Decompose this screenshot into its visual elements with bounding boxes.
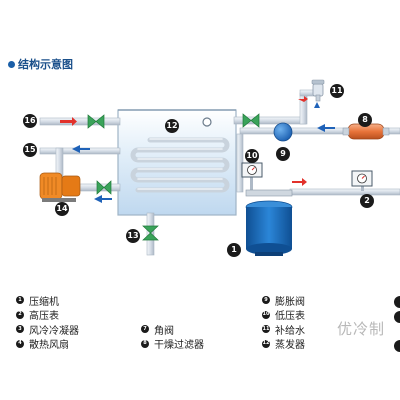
legend-number: 4 (16, 339, 24, 348)
flow-arrows-blue (72, 124, 335, 203)
legend-item: 2 高压表 (16, 308, 79, 323)
legend-number: 11 (262, 325, 270, 334)
marker-10: 10 (245, 149, 259, 163)
marker-13: 13 (126, 229, 140, 243)
drier-filter-icon (342, 123, 390, 140)
legend-label: 低压表 (275, 311, 305, 323)
watermark: 优冷制 (337, 320, 386, 338)
legend-item: 3 风冷冷凝器 (16, 322, 79, 337)
title-bullet-icon (8, 60, 15, 68)
legend-label: 散热风扇 (29, 340, 69, 352)
water-tap-icon (311, 79, 325, 102)
legend-column-3: 9 膨胀阀 10 低压表 11 补给水 12 蒸发器 (262, 293, 305, 351)
compressor-icon (245, 189, 293, 256)
legend-number: 3 (16, 325, 24, 334)
legend-number: 8 (141, 339, 149, 348)
evaporator-coil (130, 137, 230, 193)
legend-label: 压缩机 (29, 296, 59, 308)
page-title: 结构示意图 (8, 56, 73, 72)
legend-number: 1 (16, 296, 24, 305)
float-ring-icon (202, 117, 212, 127)
legend-number: 10 (262, 310, 270, 319)
expansion-valve-icon (273, 122, 293, 142)
legend-item: 4 散热风扇 (16, 337, 79, 352)
low-pressure-gauge-icon (241, 162, 263, 178)
legend-label: 膨胀阀 (275, 296, 305, 308)
marker-1: 1 (227, 243, 241, 257)
marker-2: 2 (360, 194, 374, 208)
edge-badge-icon (394, 311, 400, 323)
legend-item: 7 角阀 (141, 322, 204, 337)
legend-number: 9 (262, 296, 270, 305)
valve-icon-top-right (242, 113, 260, 128)
edge-badge-icon (394, 296, 400, 308)
legend-label: 高压表 (29, 311, 59, 323)
legend-label: 蒸发器 (275, 340, 305, 352)
legend-item: 1 压缩机 (16, 293, 79, 308)
legend-label: 补给水 (275, 325, 305, 337)
page-title-text: 结构示意图 (18, 58, 73, 71)
water-drop-icon (314, 102, 320, 108)
legend-label: 风冷冷凝器 (29, 325, 79, 337)
edge-badge-icon (394, 340, 400, 352)
valve-icon-drain (142, 225, 159, 241)
marker-11: 11 (330, 84, 344, 98)
marker-14: 14 (55, 202, 69, 216)
flow-arrows-red (60, 96, 308, 186)
marker-8: 8 (358, 113, 372, 127)
legend-item: 10 低压表 (262, 308, 305, 323)
legend-label: 角阀 (154, 325, 174, 337)
legend-number: 7 (141, 325, 149, 334)
legend-column-2: 7 角阀 8 干燥过滤器 (141, 322, 204, 351)
legend-item: 8 干燥过滤器 (141, 337, 204, 352)
legend-number: 2 (16, 310, 24, 319)
marker-16: 16 (23, 114, 37, 128)
legend-item: 12 蒸发器 (262, 337, 305, 352)
high-pressure-gauge-icon (351, 170, 373, 187)
valve-icon-pump (96, 180, 112, 195)
legend-number: 12 (262, 339, 270, 348)
marker-15: 15 (23, 143, 37, 157)
legend-item: 9 膨胀阀 (262, 293, 305, 308)
valve-icon-top-left (87, 114, 105, 129)
marker-9: 9 (276, 147, 290, 161)
legend-column-1: 1 压缩机 2 高压表 3 风冷冷凝器 4 散热风扇 (16, 293, 79, 351)
marker-12: 12 (165, 119, 179, 133)
legend-label: 干燥过滤器 (154, 340, 204, 352)
legend-item: 11 补给水 (262, 322, 305, 337)
water-pump-icon (39, 172, 81, 202)
